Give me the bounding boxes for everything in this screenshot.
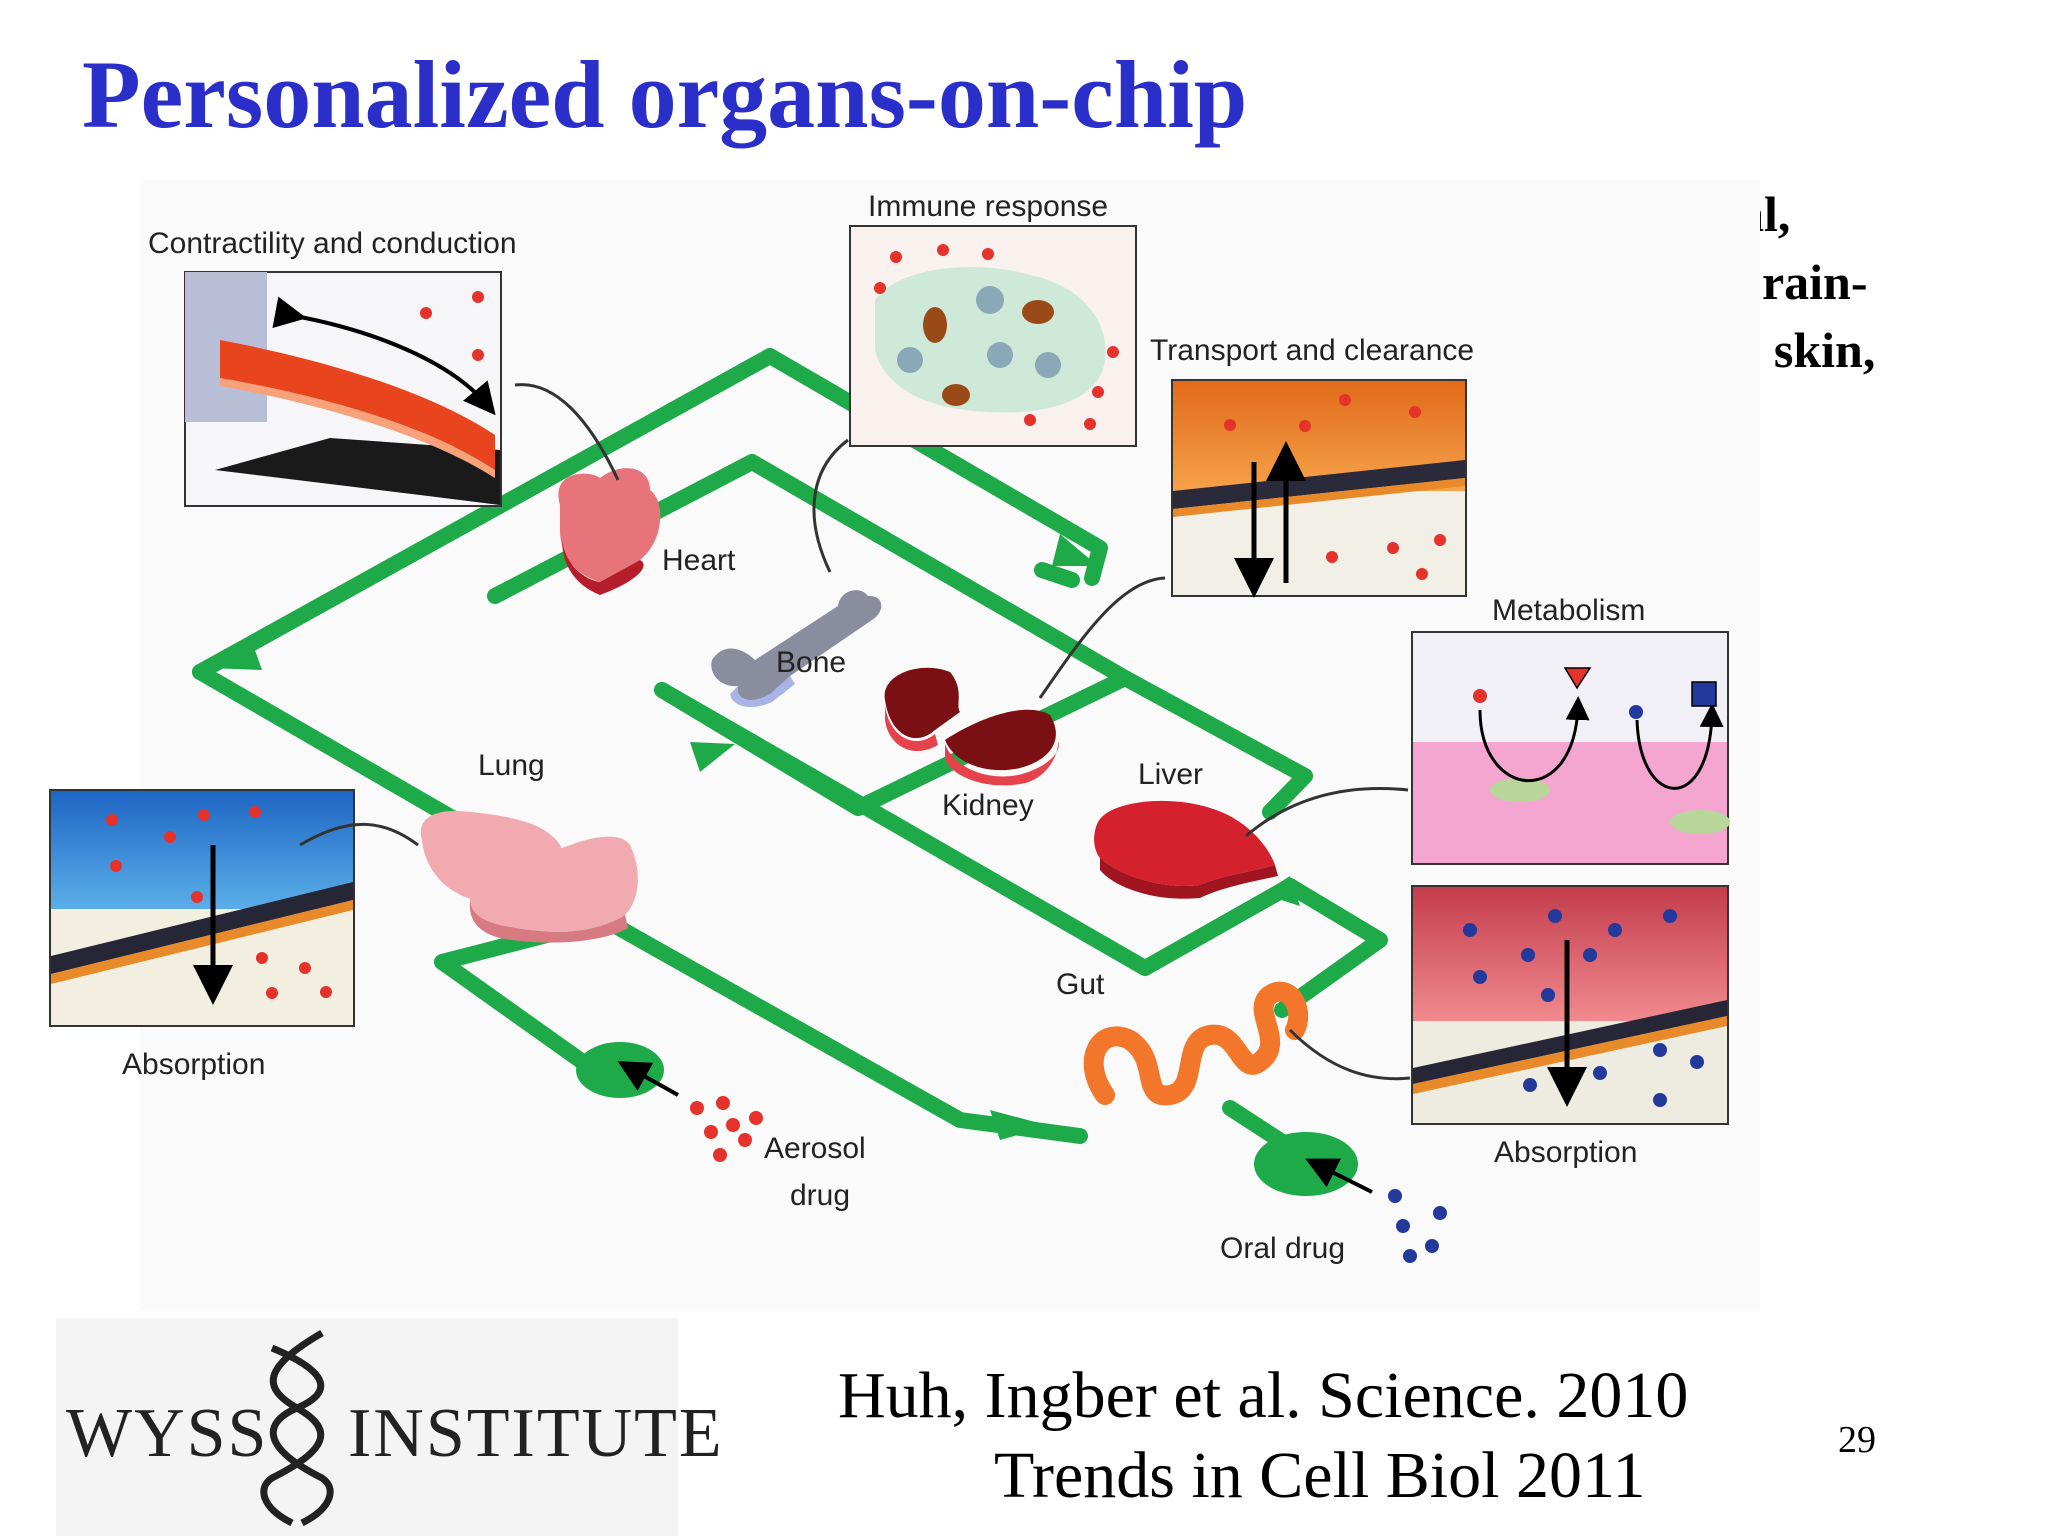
- heart-callout-arrow: [514, 383, 620, 481]
- particle: [1388, 1189, 1402, 1203]
- citation-line-2: Trends in Cell Biol 2011: [994, 1439, 1646, 1512]
- gut-callout-arrow: [1288, 1028, 1411, 1081]
- heart-organ: [558, 468, 661, 595]
- aerosol-drug-particles: [690, 1096, 763, 1162]
- kidney-callout-arrow: [1038, 576, 1166, 699]
- particle: [713, 1148, 727, 1162]
- lung-absorption-panel: [49, 789, 355, 1027]
- lung-callout-arrow: [299, 822, 419, 847]
- lung-organ: [420, 810, 638, 943]
- logo-text-wyss: WYSS: [66, 1395, 269, 1472]
- contractility-panel: [184, 271, 502, 507]
- immune-panel: [849, 225, 1137, 447]
- particle: [1403, 1249, 1417, 1263]
- gut-absorption-label: Absorption: [1494, 1136, 1637, 1169]
- liver-label: Liver: [1138, 758, 1203, 791]
- logo-text-institute: INSTITUTE: [348, 1395, 724, 1472]
- flow-arrowhead: [1052, 534, 1098, 566]
- flow-arrowhead: [990, 1110, 1050, 1140]
- particle: [704, 1125, 718, 1139]
- gut-organ: [1083, 981, 1309, 1106]
- aerosol-drug-label: drug: [790, 1179, 850, 1212]
- metabolism-panel: [1411, 631, 1730, 865]
- particle: [1425, 1239, 1439, 1253]
- heart-label: Heart: [662, 544, 736, 577]
- gut-label: Gut: [1056, 968, 1105, 1001]
- organs-on-chip-diagram: Contractility and conduction Immune resp…: [49, 190, 1730, 1265]
- dna-helix-icon: [260, 1329, 334, 1527]
- particle: [1396, 1219, 1410, 1233]
- oral-inlet: [1254, 1132, 1358, 1196]
- gut-absorption-panel: [1411, 885, 1729, 1125]
- aerosol-arrow: [617, 1061, 679, 1097]
- kidney-organ: [884, 667, 1059, 786]
- particle: [690, 1101, 704, 1115]
- flow-arrowhead: [1262, 876, 1300, 906]
- bone-callout-arrow: [812, 438, 849, 573]
- aerosol-label: Aerosol: [764, 1132, 866, 1165]
- kidney-label: Kidney: [942, 789, 1034, 822]
- callout-arrows: [299, 383, 1411, 1081]
- citation: Huh, Ingber et al. Science. 2010 Trends …: [838, 1356, 1688, 1516]
- bone-label: Bone: [776, 646, 846, 679]
- contractility-label: Contractility and conduction: [148, 227, 517, 260]
- flow-arrowheads: [208, 534, 1300, 1140]
- transport-label: Transport and clearance: [1150, 334, 1474, 367]
- slide-title: Personalized organs-on-chip: [82, 41, 1248, 148]
- particle: [1433, 1206, 1447, 1220]
- flow-arrowhead: [690, 742, 735, 772]
- metabolism-label: Metabolism: [1492, 594, 1645, 627]
- particle: [738, 1133, 752, 1147]
- transport-panel: [1171, 379, 1467, 598]
- page-number: 29: [1838, 1419, 1876, 1461]
- liver-organ: [1094, 800, 1278, 899]
- wyss-institute-logo: WYSS INSTITUTE: [56, 1318, 722, 1536]
- immune-label: Immune response: [868, 190, 1108, 223]
- oral-drug-label: Oral drug: [1220, 1232, 1345, 1265]
- lung-label: Lung: [478, 749, 545, 782]
- particle: [716, 1096, 730, 1110]
- particle: [749, 1111, 763, 1125]
- particle: [726, 1118, 740, 1132]
- oral-drug-particles: [1388, 1189, 1447, 1263]
- lung-absorption-label: Absorption: [122, 1048, 265, 1081]
- citation-line-1: Huh, Ingber et al. Science. 2010: [838, 1359, 1689, 1432]
- microfluidic-channels: [192, 348, 1388, 1168]
- aerosol-inlet: [576, 1042, 664, 1098]
- flow-arrowhead: [208, 636, 262, 670]
- oral-arrow: [1305, 1158, 1373, 1194]
- bone-organ: [711, 590, 882, 708]
- liver-callout-arrow: [1245, 786, 1409, 838]
